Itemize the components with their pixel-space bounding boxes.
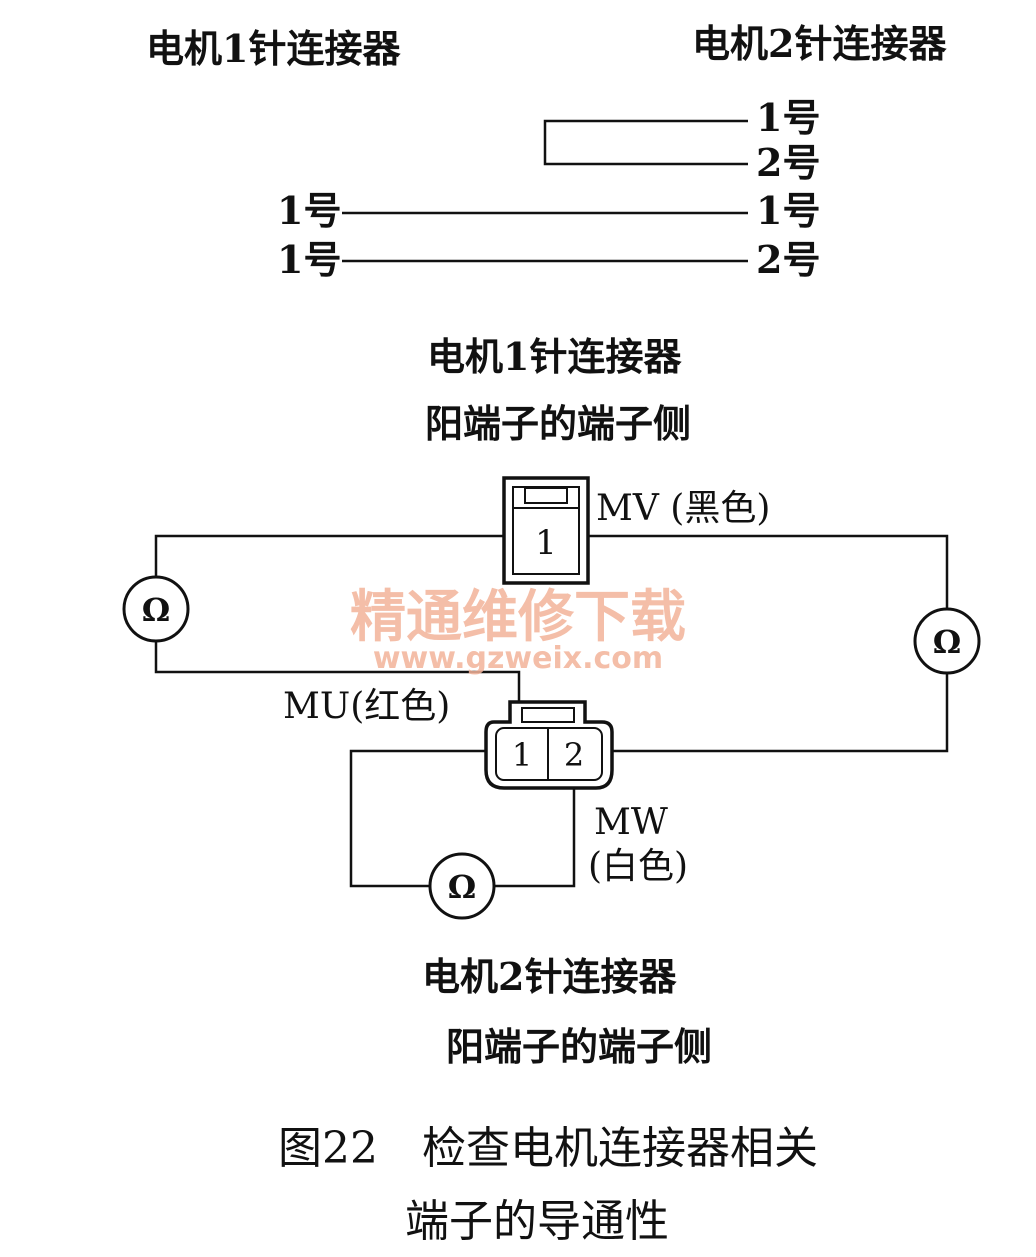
wire-mw: [494, 782, 576, 888]
left-pin-label: 1号: [277, 188, 341, 233]
connector2-subtitle: 阳端子的端子侧: [446, 1024, 712, 1069]
wire-c1-to-left-meter: [154, 534, 504, 578]
connector2-body: [484, 700, 614, 790]
watermark-url: www.gzweix.com: [373, 641, 663, 676]
right-pin-label: 1号: [756, 95, 820, 140]
connector1-subtitle: 阳端子的端子侧: [425, 401, 691, 446]
ohm-icon: Ω: [933, 623, 961, 661]
wire-label-mv: MV (黑色): [596, 488, 770, 529]
connector2-title: 电机2针连接器: [422, 954, 677, 999]
watermark-title: 精通维修下载: [350, 585, 686, 650]
right-pin-label: 1号: [756, 188, 820, 233]
connector1-body: [502, 476, 590, 585]
ohmmeter-left: Ω: [122, 575, 190, 643]
figure-caption-line1: 图22 检查电机连接器相关: [278, 1123, 818, 1174]
right-pin-label: 2号: [756, 140, 820, 185]
wire-right-meter-to-pin2: [608, 672, 949, 753]
wire-pin1-to-bottom-meter: [349, 749, 490, 888]
connector1-pin-number: 1: [535, 523, 557, 563]
wire-mv: [588, 534, 949, 610]
pin-jumper-bracket: [543, 119, 748, 166]
ohmmeter-right: Ω: [913, 607, 981, 675]
ohm-icon: Ω: [142, 591, 170, 629]
left-pin-label: 1号: [277, 237, 341, 282]
left-connector-header: 电机1针连接器: [146, 26, 401, 71]
right-pin-label: 2号: [756, 237, 820, 282]
connector2-pin-number: 1: [512, 736, 532, 774]
wire-label-mw-color: (白色): [588, 846, 688, 887]
wire-label-mu: MU(红色): [283, 686, 450, 727]
connector2-pin-number: 2: [564, 736, 584, 774]
right-connector-header: 电机2针连接器: [692, 21, 947, 66]
figure-caption-line2: 端子的导通性: [405, 1196, 669, 1247]
wire-label-mw: MW: [594, 802, 668, 843]
ohm-icon: Ω: [448, 868, 476, 906]
connector1-title: 电机1针连接器: [427, 334, 682, 379]
wire-mu: [154, 640, 521, 702]
ohmmeter-bottom: Ω: [428, 852, 496, 920]
